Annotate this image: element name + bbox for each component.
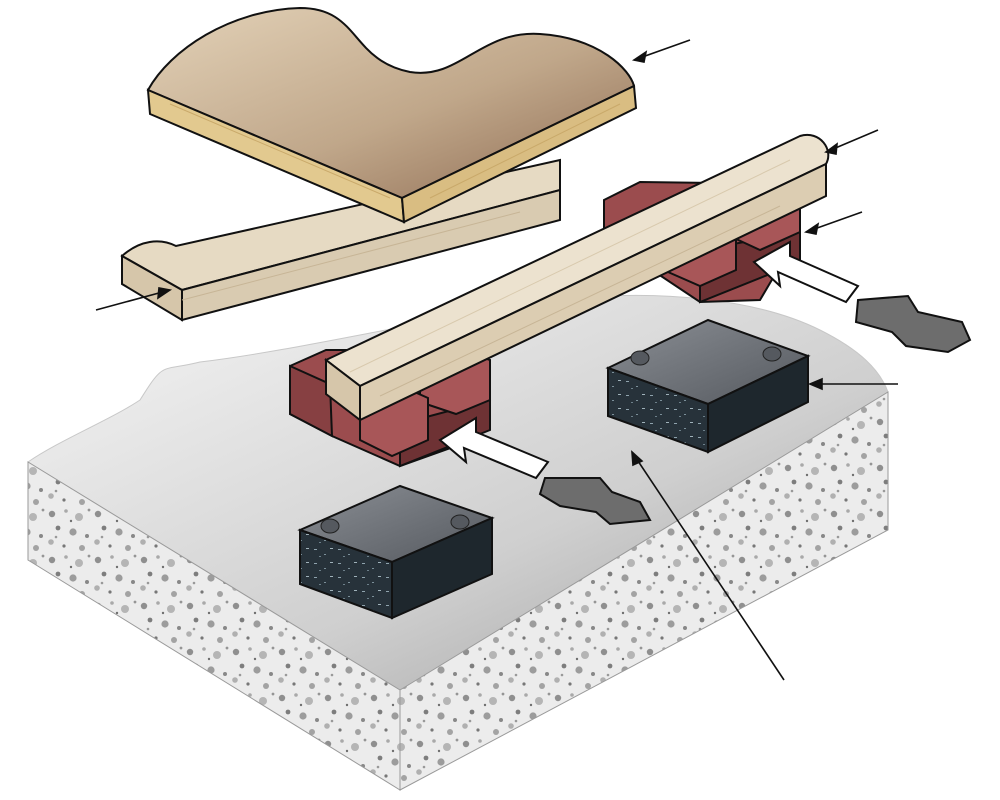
bolt-head — [630, 350, 650, 366]
floor-panel — [146, 6, 638, 224]
callout-line-slab — [631, 451, 785, 681]
shim-front — [538, 477, 652, 526]
pad-rear — [605, 318, 811, 454]
floor-panel-top — [146, 6, 636, 200]
beam-upper — [324, 133, 830, 423]
bolt-head — [320, 518, 340, 534]
insert-arrow-front — [438, 416, 550, 480]
concrete-slab-side-face — [399, 391, 889, 791]
bolt-head — [762, 346, 782, 362]
bolt-head — [450, 514, 470, 530]
insert-arrow-rear — [752, 240, 860, 304]
pad-front — [297, 484, 495, 620]
callout-lines — [95, 39, 898, 681]
shim-rear — [854, 294, 972, 354]
